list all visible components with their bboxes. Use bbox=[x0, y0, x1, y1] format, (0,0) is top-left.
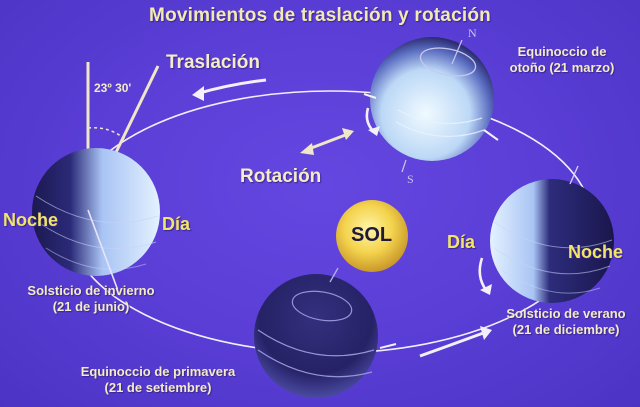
autumn-equinox-date: otoño (21 marzo) bbox=[509, 60, 615, 75]
south-pole-label: S bbox=[407, 172, 414, 186]
earth-autumn-equinox bbox=[363, 37, 499, 173]
spring-equinox-date: (21 de setiembre) bbox=[104, 380, 212, 395]
day-rotation-arrow bbox=[478, 257, 488, 291]
night-label-right: Noche bbox=[568, 242, 624, 262]
night-label-left: Noche bbox=[3, 210, 59, 230]
traslacion-label: Traslación bbox=[166, 52, 260, 73]
summer-solstice-caption: Solsticio de verano (21 de diciembre) bbox=[496, 306, 636, 338]
winter-solstice-date: (21 de junio) bbox=[52, 299, 130, 314]
day-label-right: Día bbox=[447, 232, 476, 252]
winter-solstice-caption: Solsticio de invierno (21 de junio) bbox=[2, 283, 180, 315]
winter-solstice-title: Solsticio de invierno bbox=[27, 283, 155, 298]
autumn-equinox-title: Equinoccio de bbox=[517, 44, 607, 59]
earth-summer-solstice bbox=[490, 165, 614, 303]
sun bbox=[336, 200, 408, 272]
sun-label: SOL bbox=[351, 224, 393, 246]
diagram-title: Movimientos de traslación y rotación bbox=[149, 5, 491, 26]
rotacion-double-arrow bbox=[305, 132, 349, 152]
day-label-left: Día bbox=[162, 214, 191, 234]
north-pole-label: N bbox=[468, 26, 477, 40]
axial-tilt-label: 23º 30' bbox=[94, 81, 132, 95]
autumn-equinox-caption: Equinoccio de otoño (21 marzo) bbox=[502, 44, 622, 76]
angle-arc bbox=[87, 127, 127, 141]
spring-equinox-caption: Equinoccio de primavera (21 de setiembre… bbox=[72, 364, 244, 396]
traslacion-arrow-bottom bbox=[419, 330, 487, 358]
summer-solstice-date: (21 de diciembre) bbox=[512, 322, 620, 337]
traslacion-arrow bbox=[195, 78, 267, 96]
earth-spring-equinox bbox=[254, 267, 397, 398]
earth-winter-solstice bbox=[32, 148, 160, 297]
spring-equinox-title: Equinoccio de primavera bbox=[80, 364, 236, 379]
summer-solstice-title: Solsticio de verano bbox=[506, 306, 626, 321]
rotacion-label: Rotación bbox=[240, 166, 322, 187]
